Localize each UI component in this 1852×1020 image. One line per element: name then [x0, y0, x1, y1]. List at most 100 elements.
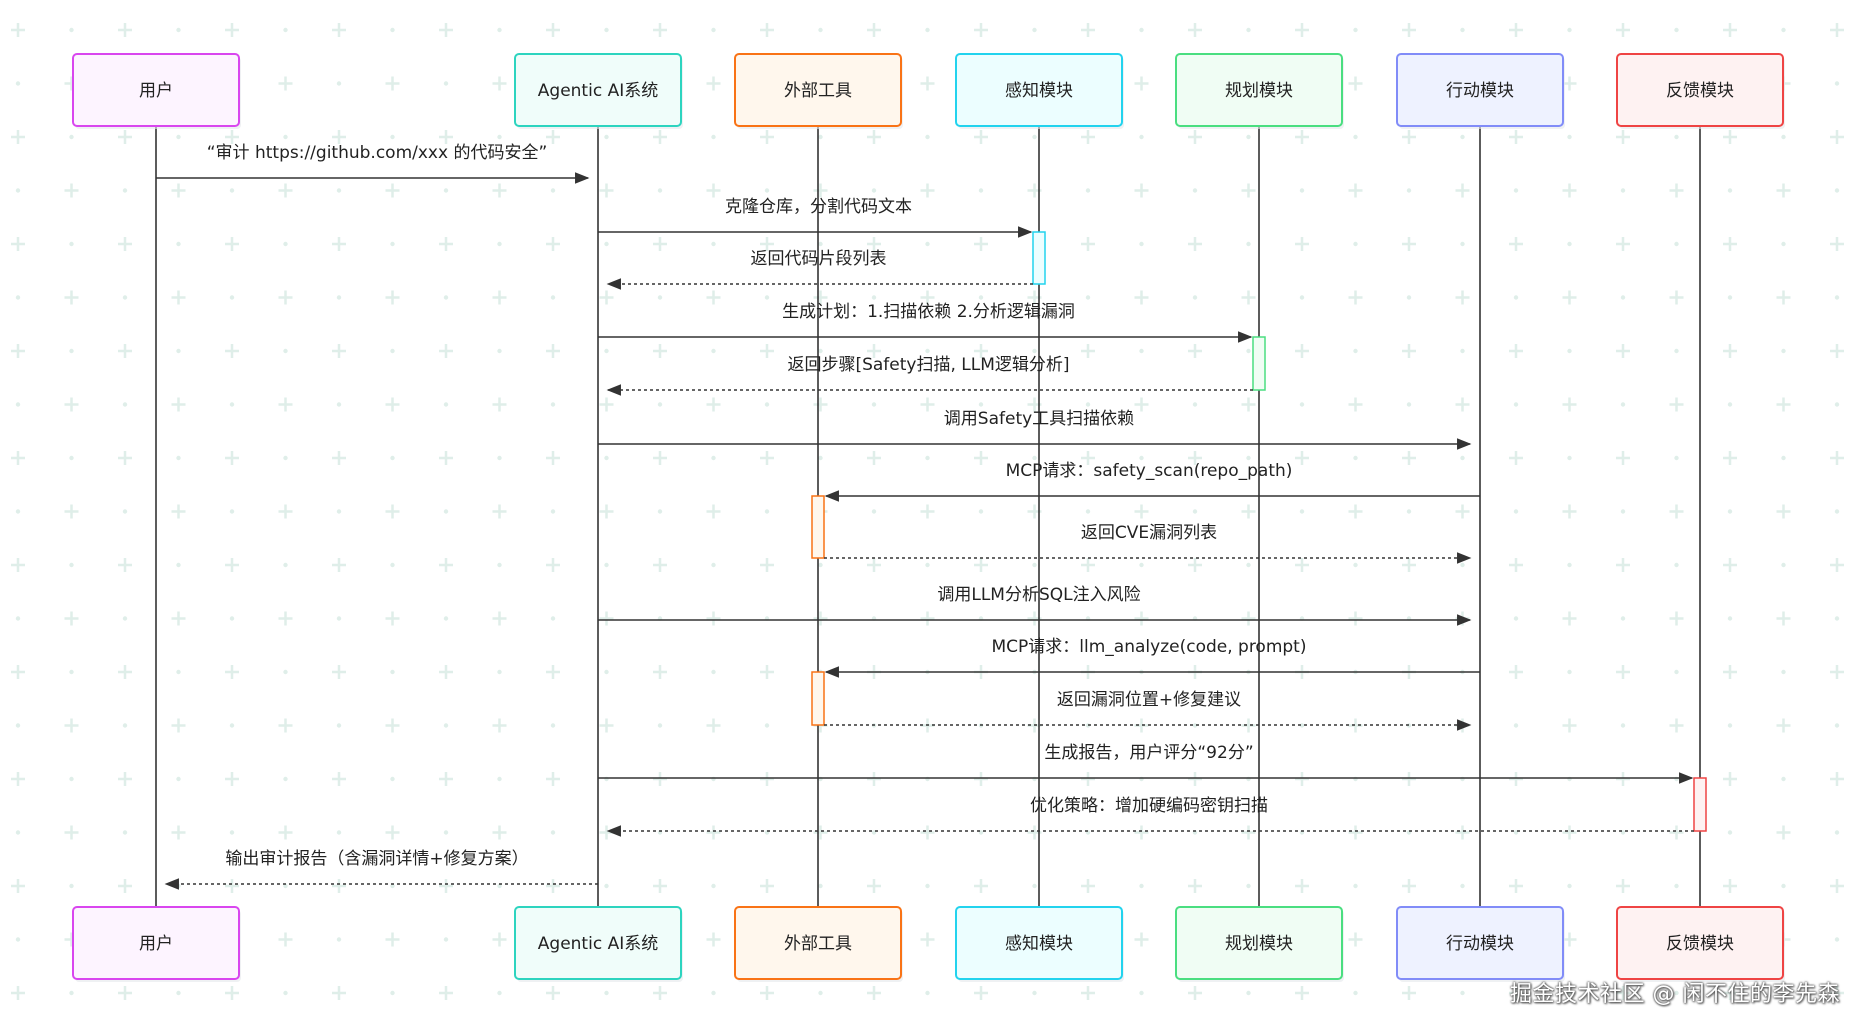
grid-dot-mark — [925, 348, 930, 354]
grid-plus-mark — [171, 825, 186, 840]
grid-plus-mark — [1295, 237, 1309, 251]
grid-plus-mark — [653, 772, 667, 786]
grid-plus-mark — [332, 23, 346, 37]
activation-bars — [811, 231, 1707, 832]
participant-box-frame — [955, 906, 1123, 980]
grid-plus-mark — [546, 879, 560, 893]
activation-bar-plan — [1252, 336, 1266, 391]
grid-plus-mark — [225, 23, 239, 37]
message-label: 输出审计报告（含漏洞详情+修复方案） — [225, 849, 528, 869]
grid-plus-mark — [278, 183, 293, 198]
grid-plus-mark — [546, 344, 560, 358]
grid-plus-mark — [332, 130, 346, 144]
grid-plus-mark — [974, 130, 988, 144]
grid-plus-mark — [1669, 397, 1684, 412]
grid-dot-mark — [283, 883, 288, 889]
participant-label: 规划模块 — [1225, 81, 1293, 101]
grid-dot-mark — [925, 27, 930, 33]
grid-plus-mark — [1295, 451, 1309, 465]
grid-plus-mark — [1723, 451, 1737, 465]
messages: “审计 https://github.com/xxx 的代码安全”克隆仓库，分割… — [156, 143, 1694, 890]
grid-plus-mark — [653, 665, 667, 679]
watermark-text: 掘金技术社区 @ 闲不住的李先森 — [1510, 982, 1840, 1007]
grid-dot-mark — [925, 134, 930, 140]
grid-dot-mark — [1620, 295, 1626, 300]
grid-plus-mark — [920, 932, 935, 947]
grid-dot-mark — [1834, 616, 1840, 621]
grid-dot-mark — [818, 134, 823, 140]
grid-plus-mark — [599, 718, 614, 733]
participant-box-plan-top: 规划模块 — [1175, 53, 1344, 129]
grid-dot-mark — [1834, 188, 1840, 193]
grid-dot-mark — [1460, 455, 1465, 461]
grid-dot-mark — [1032, 348, 1037, 354]
participant-box-frame — [514, 53, 682, 127]
grid-plus-mark — [867, 772, 881, 786]
grid-plus-mark — [171, 504, 186, 519]
grid-dot-mark — [1032, 883, 1037, 889]
grid-dot-mark — [604, 669, 609, 675]
grid-dot-mark — [69, 241, 74, 247]
grid-plus-mark — [332, 558, 346, 572]
participant-box-frame — [1616, 906, 1784, 980]
activation-bar-perceive — [1032, 231, 1046, 285]
grid-dot-mark — [1674, 27, 1679, 33]
grid-plus-mark — [1295, 23, 1309, 37]
grid-plus-mark — [706, 611, 721, 626]
grid-dot-mark — [818, 27, 823, 33]
grid-dot-mark — [1834, 402, 1840, 407]
grid-plus-mark — [1081, 237, 1095, 251]
grid-plus-mark — [1402, 879, 1416, 893]
grid-plus-mark — [867, 558, 881, 572]
grid-plus-mark — [867, 23, 881, 37]
grid-plus-mark — [760, 23, 774, 37]
grid-plus-mark — [1776, 397, 1791, 412]
grid-dot-mark — [122, 295, 128, 300]
grid-plus-mark — [332, 451, 346, 465]
grid-plus-mark — [867, 451, 881, 465]
grid-plus-mark — [1723, 879, 1737, 893]
grid-dot-mark — [283, 990, 288, 996]
grid-plus-mark — [599, 504, 614, 519]
grid-plus-mark — [599, 825, 614, 840]
grid-plus-mark — [1830, 344, 1844, 358]
grid-dot-mark — [1139, 883, 1144, 889]
grid-plus-mark — [1776, 504, 1791, 519]
grid-dot-mark — [925, 990, 930, 996]
grid-dot-mark — [1299, 402, 1305, 407]
grid-dot-mark — [336, 509, 342, 514]
grid-plus-mark — [1830, 665, 1844, 679]
grid-dot-mark — [1781, 990, 1786, 996]
grid-plus-mark — [1509, 772, 1523, 786]
grid-dot-mark — [1567, 455, 1572, 461]
grid-dot-mark — [122, 723, 128, 728]
grid-plus-mark — [1348, 76, 1363, 91]
grid-dot-mark — [1567, 348, 1572, 354]
participant-box-frame — [514, 906, 682, 980]
grid-plus-mark — [278, 718, 293, 733]
grid-dot-mark — [176, 27, 181, 33]
grid-dot-mark — [550, 830, 556, 835]
grid-plus-mark — [1134, 504, 1149, 519]
grid-plus-mark — [1830, 772, 1844, 786]
message-label: 返回代码片段列表 — [751, 249, 887, 269]
grid-plus-mark — [974, 344, 988, 358]
grid-dot-mark — [15, 616, 21, 621]
grid-plus-mark — [1669, 290, 1684, 305]
grid-plus-mark — [920, 290, 935, 305]
grid-plus-mark — [1776, 718, 1791, 733]
grid-dot-mark — [122, 616, 128, 621]
grid-plus-mark — [1509, 237, 1523, 251]
grid-dot-mark — [176, 669, 181, 675]
grid-plus-mark — [1134, 825, 1149, 840]
grid-dot-mark — [1781, 134, 1786, 140]
grid-dot-mark — [1246, 455, 1251, 461]
grid-dot-mark — [604, 883, 609, 889]
grid-dot-mark — [1246, 241, 1251, 247]
grid-dot-mark — [1674, 134, 1679, 140]
grid-dot-mark — [1192, 295, 1198, 300]
grid-plus-mark — [706, 397, 721, 412]
grid-dot-mark — [1727, 830, 1733, 835]
grid-dot-mark — [711, 883, 716, 889]
